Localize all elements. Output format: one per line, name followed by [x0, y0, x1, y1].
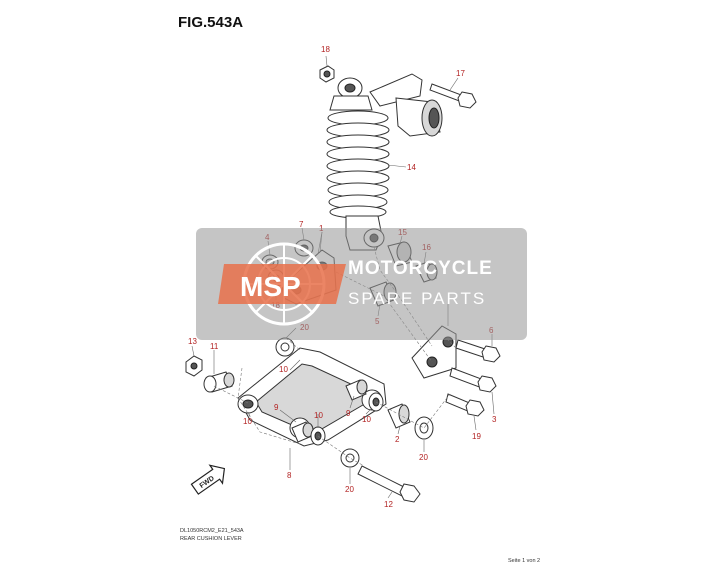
callout-11: 11: [210, 342, 219, 351]
callout-10-a: 10: [279, 365, 288, 374]
callout-13: 13: [188, 337, 197, 346]
callout-3: 3: [492, 415, 497, 424]
footer-name: REAR CUSHION LEVER: [180, 536, 242, 542]
watermark-line1: MOTORCYCLE: [348, 258, 493, 279]
sleeve-11[interactable]: [203, 371, 235, 393]
footer-page: Seite 1 von 2: [508, 558, 541, 564]
spring-coils: [326, 110, 390, 219]
bolt-12[interactable]: [357, 465, 421, 503]
bearing-9-b[interactable]: [291, 421, 314, 443]
callout-12: 12: [384, 500, 393, 509]
watermark-logo-text: MSP: [240, 271, 301, 302]
callout-19: 19: [472, 432, 481, 441]
bolt-6[interactable]: [455, 339, 501, 363]
collar-2[interactable]: [387, 403, 411, 429]
nut-18-top[interactable]: [319, 65, 335, 83]
cushion-lever-8[interactable]: [237, 347, 387, 447]
watermark-line2: SPARE PARTS: [348, 289, 487, 308]
footer-code: DL1050RCM2_E21_543A: [180, 528, 244, 534]
nut-13[interactable]: [185, 355, 203, 377]
callout-10-c: 10: [362, 415, 371, 424]
callout-10-d: 10: [243, 417, 252, 426]
figure-title: FIG.543A: [178, 14, 244, 31]
callout-9-a: 9: [346, 409, 351, 418]
fwd-arrow-icon: FWD: [190, 464, 226, 495]
bolt-19[interactable]: [445, 393, 485, 417]
callout-20-b: 20: [419, 453, 428, 462]
callout-18-top: 18: [321, 45, 330, 54]
bolt-17[interactable]: [429, 83, 477, 109]
callout-14: 14: [407, 163, 416, 172]
callout-2: 2: [395, 435, 400, 444]
callout-10-b: 10: [314, 411, 323, 420]
callout-7: 7: [299, 220, 304, 229]
callout-17: 17: [456, 69, 465, 78]
watermark-logo-icon: MSP: [218, 242, 346, 326]
shock-absorber[interactable]: [326, 73, 443, 251]
washer-20-c[interactable]: [340, 448, 360, 468]
callout-9-b: 9: [274, 403, 279, 412]
callout-20-c: 20: [345, 485, 354, 494]
bolt-3[interactable]: [449, 367, 497, 393]
washer-20-b[interactable]: [414, 416, 434, 440]
washer-20-a[interactable]: [275, 337, 295, 357]
watermark-banner: MSP: [196, 228, 527, 340]
callout-8: 8: [287, 471, 292, 480]
bearing-9-a[interactable]: [345, 379, 368, 401]
